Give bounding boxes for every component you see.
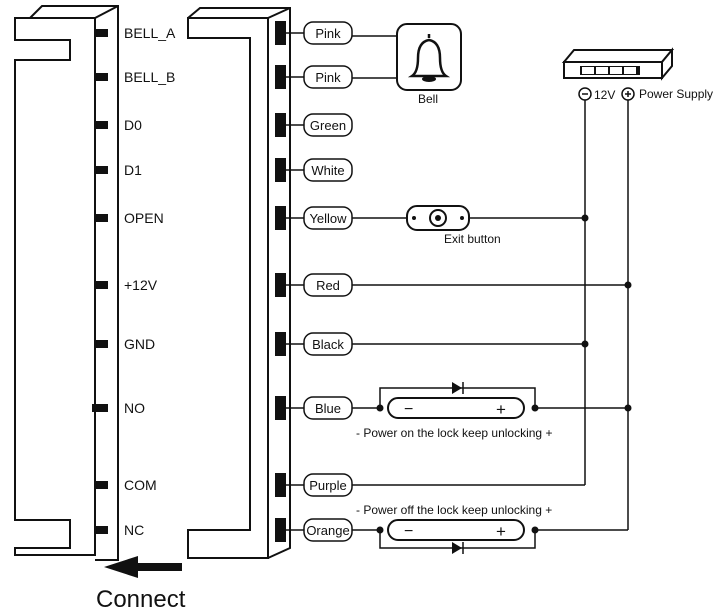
pin-label: D1 (124, 162, 142, 178)
lock-off-caption: - Power off the lock keep unlocking + (356, 503, 552, 517)
wire-label: Pink (315, 26, 341, 41)
pin-label: NO (124, 400, 145, 416)
exit-button: Exit button (352, 205, 585, 246)
controller-connector (14, 5, 119, 561)
connect-label: Connect (96, 586, 186, 613)
pin-tab (95, 166, 108, 174)
terminal-square (275, 21, 286, 45)
pin-tab (95, 214, 108, 222)
bell-device: Bell (352, 23, 462, 106)
pin-tab (95, 281, 108, 289)
pin-tab (95, 481, 108, 489)
power-supply: 12V Power Supply (561, 47, 713, 102)
wire-label: Pink (315, 70, 341, 85)
lock-on-minus: − (404, 401, 413, 418)
lock-on-plus: + (496, 400, 506, 419)
terminal-square (275, 273, 286, 297)
arrow-left-icon (104, 556, 182, 578)
terminal-square (275, 65, 286, 89)
pin-label: BELL_A (124, 25, 176, 41)
pin-label: D0 (124, 117, 142, 133)
diode-icon (452, 542, 462, 554)
lock-off-minus: − (404, 523, 413, 540)
wire-label: Purple (309, 478, 347, 493)
junction-dots (581, 214, 632, 412)
pin-tab (95, 29, 108, 37)
wire-label: Yellow (309, 211, 347, 226)
wire-label: Orange (306, 523, 349, 538)
wire-label: Red (316, 278, 340, 293)
lock-off-plus: + (496, 522, 506, 541)
terminal-square (275, 113, 286, 137)
pin-tabs (92, 29, 108, 534)
wire-label: White (311, 163, 344, 178)
lock-power-on: − + - Power on the lock keep unlocking + (352, 382, 628, 440)
wire-label: Green (310, 118, 346, 133)
pin-label: BELL_B (124, 69, 175, 85)
pin-label: OPEN (124, 210, 164, 226)
pin-label: +12V (124, 277, 158, 293)
wire-pill (303, 21, 353, 45)
connect-arrow: Connect (96, 556, 186, 613)
wire-label: Blue (315, 401, 341, 416)
diode-icon (452, 382, 462, 394)
exit-button-label: Exit button (444, 232, 501, 246)
wire-pill (303, 65, 353, 89)
pin-tab (95, 121, 108, 129)
bell-icon (407, 34, 451, 78)
pin-label: COM (124, 477, 157, 493)
pin-label: GND (124, 336, 155, 352)
terminal-squares (275, 21, 286, 542)
pin-tab (95, 73, 108, 81)
terminal-square (275, 518, 286, 542)
terminal-square (275, 396, 286, 420)
wire-pill (303, 113, 353, 137)
wire-pill (303, 158, 353, 182)
pin-tab (95, 526, 108, 534)
pin-tab (92, 404, 108, 412)
wire-labels: PinkPinkGreenWhiteYellowRedBlackBluePurp… (286, 21, 628, 542)
wire-label: Black (312, 337, 344, 352)
bell-label: Bell (418, 92, 438, 106)
terminal-square (275, 473, 286, 497)
power-supply-label: Power Supply (639, 87, 713, 101)
voltage-label: 12V (594, 88, 615, 102)
terminal-square (275, 206, 286, 230)
terminal-square (275, 158, 286, 182)
lock-power-off: - Power off the lock keep unlocking + − … (352, 503, 628, 554)
terminal-square (275, 332, 286, 356)
terminal-block (187, 7, 291, 559)
lock-on-caption: - Power on the lock keep unlocking + (356, 426, 552, 440)
power-rails (584, 100, 629, 530)
pin-label: NC (124, 522, 144, 538)
pin-tab (95, 340, 108, 348)
